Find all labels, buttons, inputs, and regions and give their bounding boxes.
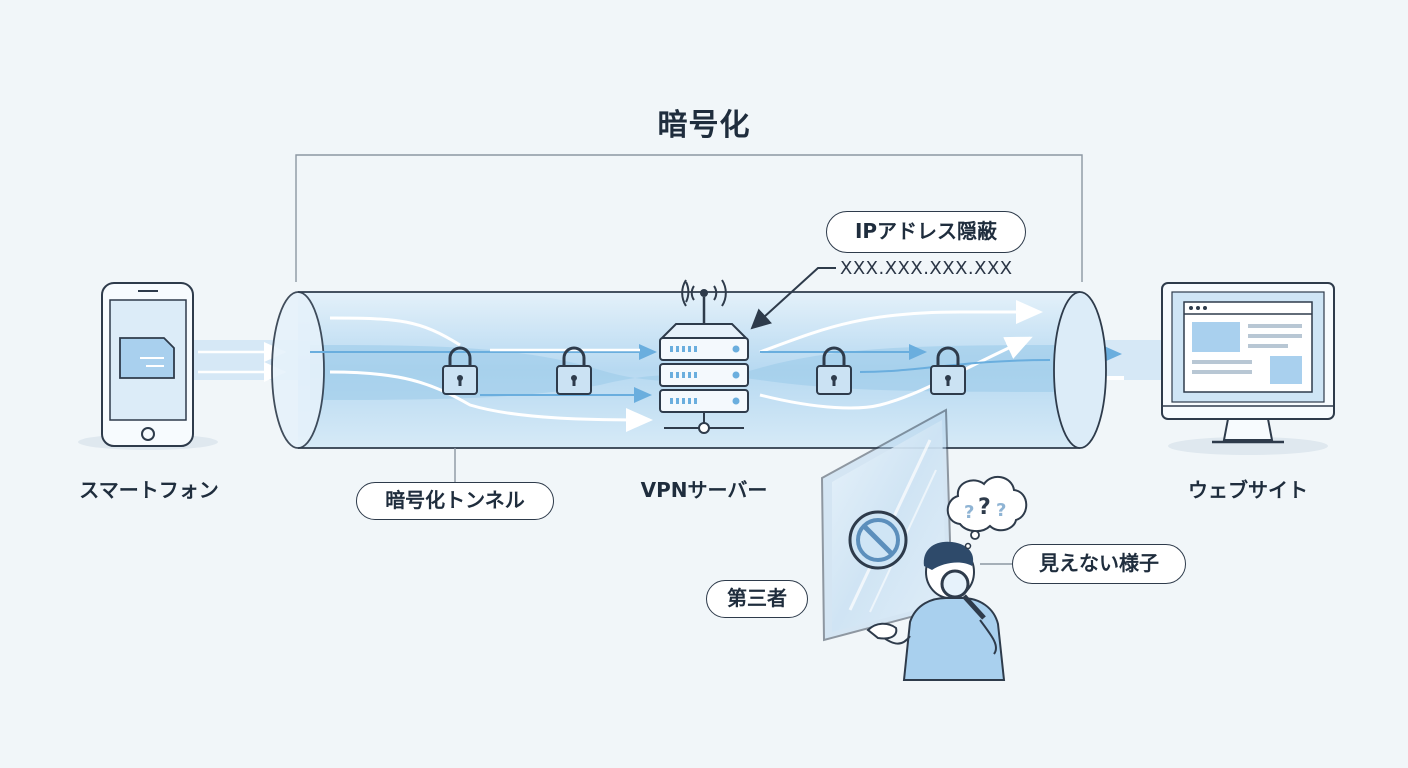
tunnel-label: 暗号化トンネル [356,482,554,520]
diagram-title: 暗号化 [657,108,751,143]
outgoing-beam [1098,340,1168,380]
padlock-icon [816,346,852,395]
ip-pointer-arrow [750,267,836,330]
website-monitor-icon [1161,282,1335,455]
svg-text:?: ? [978,495,991,520]
question-thought-bubble: ? ? ? [946,475,1028,550]
ip-hidden-label: IPアドレス隠蔽 [826,211,1026,253]
third-party-label: 第三者 [706,580,808,618]
padlock-icon [442,346,478,395]
website-label: ウェブサイト [1188,478,1308,502]
no-entry-icon [848,510,908,570]
svg-text:?: ? [996,500,1006,521]
magnifying-glass-icon [940,569,986,620]
vpn-server-icon [659,279,749,434]
ip-address-text: XXX.XXX.XXX.XXX [840,258,1013,279]
smartphone-label: スマートフォン [79,478,219,502]
cannot-see-label: 見えない様子 [1012,544,1186,584]
padlock-icon [556,346,592,395]
vpn-server-label: VPNサーバー [640,478,768,502]
svg-text:?: ? [964,502,974,523]
encryption-bracket [295,154,1083,282]
padlock-icon [930,346,966,395]
smartphone-icon [78,282,218,450]
